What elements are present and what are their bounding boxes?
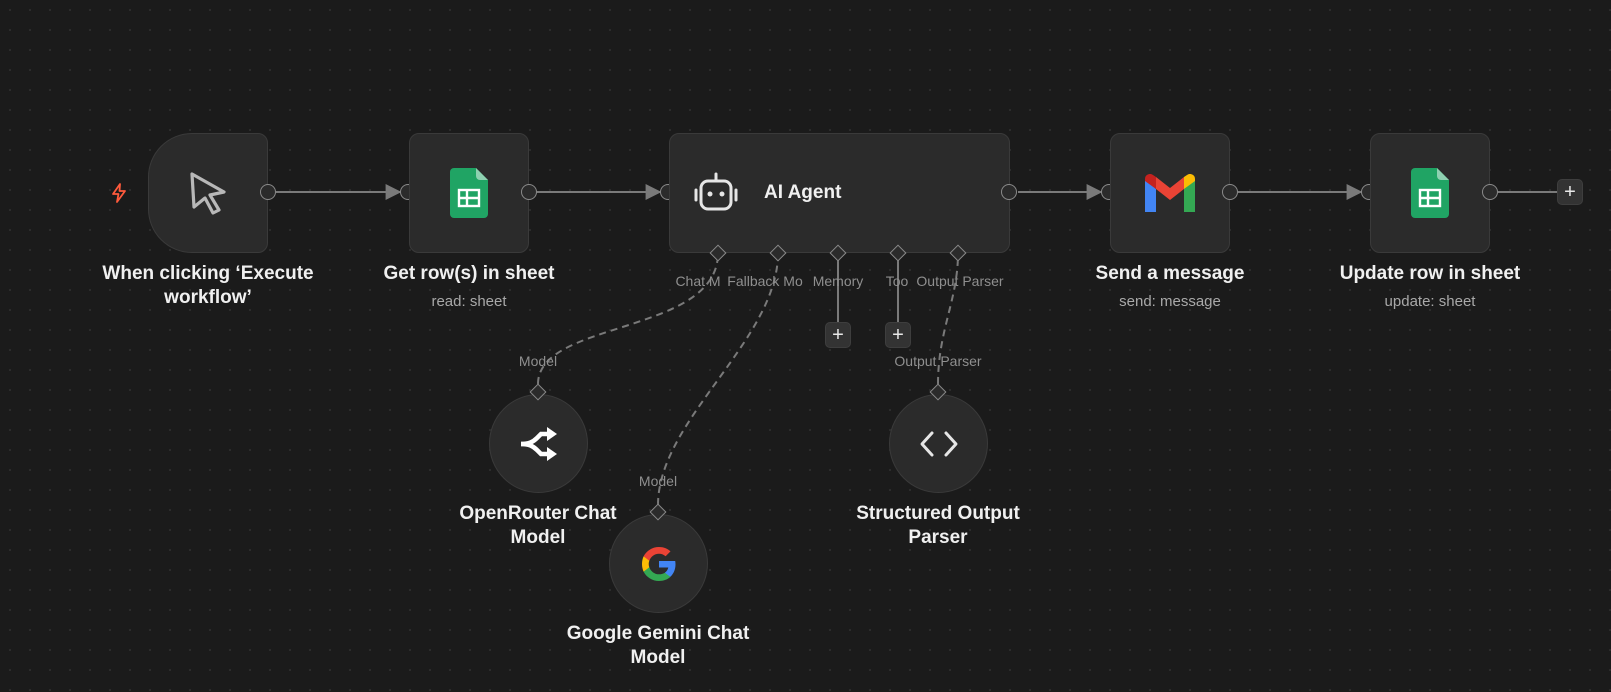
gemini-title-line2: Model <box>630 647 686 668</box>
ai-agent-title: AI Agent <box>764 182 842 203</box>
gemini-node[interactable] <box>609 514 708 613</box>
gemini-model-port-label: Model <box>638 473 678 489</box>
openrouter-model-port-label: Model <box>518 353 558 369</box>
add-next-node-button[interactable]: + <box>1557 179 1583 205</box>
update-row-output-handle[interactable] <box>1482 184 1498 200</box>
send-message-output-handle[interactable] <box>1222 184 1238 200</box>
google-icon <box>641 546 675 581</box>
openrouter-title-line1: OpenRouter Chat <box>459 503 617 524</box>
openrouter-title: OpenRouter Chat Model <box>459 502 616 550</box>
openrouter-node[interactable] <box>489 394 588 493</box>
add-tool-button[interactable]: + <box>885 322 911 348</box>
update-row-title: Update row in sheet <box>1339 263 1521 284</box>
parser-port-label: Output Parser <box>894 353 982 369</box>
get-rows-output-handle[interactable] <box>521 184 537 200</box>
gmail-icon <box>1145 174 1195 212</box>
parser-title-line2: Parser <box>908 527 968 548</box>
parser-title: Structured Output Parser <box>856 502 1020 550</box>
trigger-output-handle[interactable] <box>260 184 276 200</box>
gemini-title-line1: Google Gemini Chat <box>566 623 750 644</box>
trigger-title-line2: workflow’ <box>164 287 252 308</box>
memory-port-label: Memory <box>812 273 864 289</box>
update-row-node[interactable] <box>1370 133 1490 253</box>
code-brackets-icon <box>920 431 957 456</box>
trigger-title: When clicking ‘Execute workflow’ <box>102 262 313 310</box>
add-memory-button[interactable]: + <box>825 322 851 348</box>
trigger-bolt-icon <box>112 183 126 203</box>
send-message-node[interactable] <box>1110 133 1230 253</box>
parser-title-line1: Structured Output <box>856 503 1020 524</box>
google-sheets-icon <box>1411 168 1449 218</box>
connection-gemini-to-fallback-model <box>657 252 779 506</box>
get-rows-node[interactable] <box>409 133 529 253</box>
send-message-title: Send a message <box>1095 263 1245 284</box>
get-rows-subtitle: read: sheet <box>431 293 507 310</box>
cursor-icon <box>190 172 226 215</box>
trigger-node[interactable] <box>148 133 268 253</box>
chat-model-port-label: Chat M <box>675 273 721 289</box>
tool-port-label: Too <box>885 273 909 289</box>
output-parser-port-label: Output Parser <box>916 273 1004 289</box>
trigger-title-line1: When clicking ‘Execute <box>102 263 314 284</box>
openrouter-icon <box>520 426 557 461</box>
google-sheets-icon <box>450 168 488 218</box>
fallback-model-port-label: Fallback Mo <box>727 273 803 289</box>
robot-icon <box>694 172 738 211</box>
get-rows-title: Get row(s) in sheet <box>383 263 555 284</box>
send-message-subtitle: send: message <box>1119 293 1221 310</box>
update-row-subtitle: update: sheet <box>1384 293 1476 310</box>
agent-output-handle[interactable] <box>1001 184 1017 200</box>
ai-agent-node[interactable]: AI Agent <box>669 133 1010 253</box>
openrouter-title-line2: Model <box>510 527 566 548</box>
structured-output-parser-node[interactable] <box>889 394 988 493</box>
gemini-title: Google Gemini Chat Model <box>567 622 750 670</box>
